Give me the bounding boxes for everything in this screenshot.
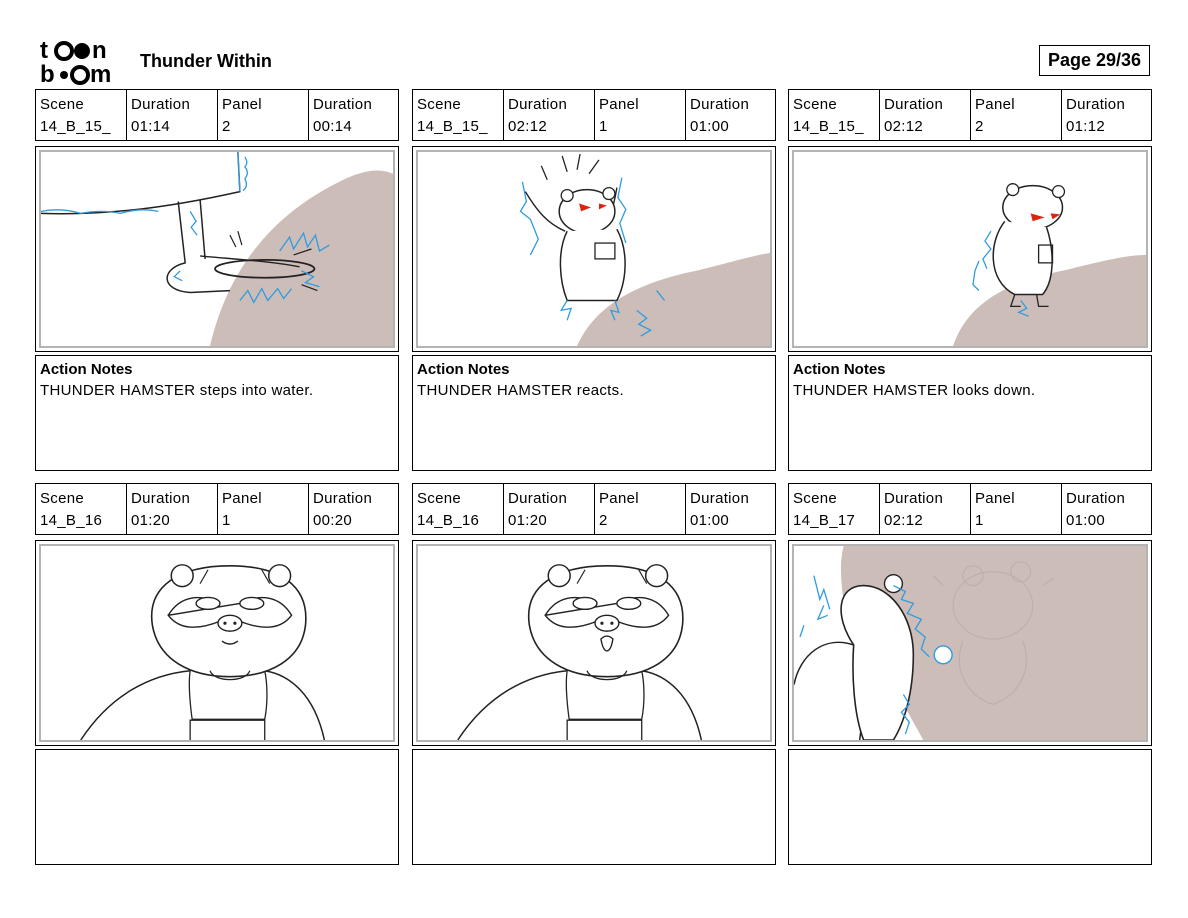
svg-text:t: t [40,38,48,64]
panel-label: Panel [222,490,262,507]
action-notes-title: Action Notes [793,361,886,378]
panel-duration-label: Duration [313,96,373,113]
duration-label: Duration [508,490,568,507]
duration-value: 02:12 [884,118,924,135]
duration-label: Duration [131,96,191,113]
action-notes-text: THUNDER HAMSTER looks down. [793,382,1036,399]
scene-value: 14_B_16 [40,512,103,529]
panel-duration-value: 00:14 [313,118,353,135]
panel-duration-label: Duration [690,96,750,113]
svg-text:m: m [90,61,111,86]
sketch-hamster-over-shoulder [794,546,1146,740]
sketch-hamster-reacting [519,153,770,346]
page-number: Page 29/36 [1039,45,1150,76]
panel-info-bar: Scene 14_B_15_ Duration 01:14 Panel 2 Durat… [35,89,399,141]
scene-label: Scene [40,490,85,507]
document-title: Thunder Within [140,51,272,71]
svg-text:n: n [92,38,107,64]
sketch-hamster-closeup-mouth-open [457,564,703,740]
svg-text:b: b [40,61,55,86]
scene-value: 14_B_16 [417,512,480,529]
panel-label: Panel [975,96,1015,113]
action-notes-empty [35,749,399,865]
panel-label: Panel [975,490,1015,507]
action-notes-title: Action Notes [417,361,510,378]
action-notes-empty [412,749,776,865]
sketch-hamster-looking-down [953,183,1146,346]
duration-label: Duration [131,490,191,507]
panel-value: 2 [222,118,231,135]
action-notes: Action Notes THUNDER HAMSTER looks down. [788,355,1152,471]
action-notes-text: THUNDER HAMSTER steps into water. [40,382,314,399]
scene-label: Scene [40,96,85,113]
panel-duration-label: Duration [1066,96,1126,113]
duration-value: 01:14 [131,118,171,135]
action-notes: Action Notes THUNDER HAMSTER steps into … [35,355,399,471]
scene-value: 14_B_15_ [793,118,864,135]
panel-label: Panel [599,490,639,507]
panel-value: 2 [975,118,984,135]
duration-label: Duration [884,96,944,113]
toon-boom-logo: t n b m [40,38,111,86]
panel-value: 2 [599,512,608,529]
panel-frame [788,540,1152,746]
duration-value: 02:12 [508,118,548,135]
panel-duration-label: Duration [313,490,373,507]
panel-value: 1 [599,118,608,135]
panel-info-bar: Scene 14_B_15_ Duration 02:12 Panel 1 Durat… [412,89,776,141]
panel-duration-value: 01:00 [690,118,730,135]
panel-duration-value: 01:00 [1066,512,1106,529]
sketch-foot-stepping-into-water [41,152,393,346]
duration-value: 01:20 [131,512,171,529]
sketch-hamster-closeup [80,564,326,740]
panel-info-bar: Scene 14_B_15_ Duration 02:12 Panel 2 Durat… [788,89,1152,141]
panel-value: 1 [975,512,984,529]
scene-value: 14_B_15_ [40,118,111,135]
scene-value: 14_B_17 [793,512,856,529]
scene-label: Scene [793,490,838,507]
panel-duration-label: Duration [690,490,750,507]
panel-frame [35,540,399,746]
scene-label: Scene [417,96,462,113]
action-notes-text: THUNDER HAMSTER reacts. [417,382,624,399]
panel-duration-value: 00:20 [313,512,353,529]
panel-duration-value: 01:00 [690,512,730,529]
panel-frame [412,540,776,746]
panel-info-bar: Scene 14_B_16 Duration 01:20 Panel 2 Durati… [412,483,776,535]
action-notes: Action Notes THUNDER HAMSTER reacts. [412,355,776,471]
duration-label: Duration [884,490,944,507]
panel-frame [788,146,1152,352]
scene-label: Scene [793,96,838,113]
panel-value: 1 [222,512,231,529]
panel-label: Panel [222,96,262,113]
action-notes-empty [788,749,1152,865]
panel-frame [35,146,399,352]
action-notes-title: Action Notes [40,361,133,378]
scene-label: Scene [417,490,462,507]
duration-value: 01:20 [508,512,548,529]
duration-value: 02:12 [884,512,924,529]
panel-info-bar: Scene 14_B_16 Duration 01:20 Panel 1 Durati… [35,483,399,535]
panel-duration-label: Duration [1066,490,1126,507]
panel-info-bar: Scene 14_B_17 Duration 02:12 Panel 1 Durati… [788,483,1152,535]
panel-label: Panel [599,96,639,113]
panel-duration-value: 01:12 [1066,118,1106,135]
scene-value: 14_B_15_ [417,118,488,135]
duration-label: Duration [508,96,568,113]
panel-frame [412,146,776,352]
